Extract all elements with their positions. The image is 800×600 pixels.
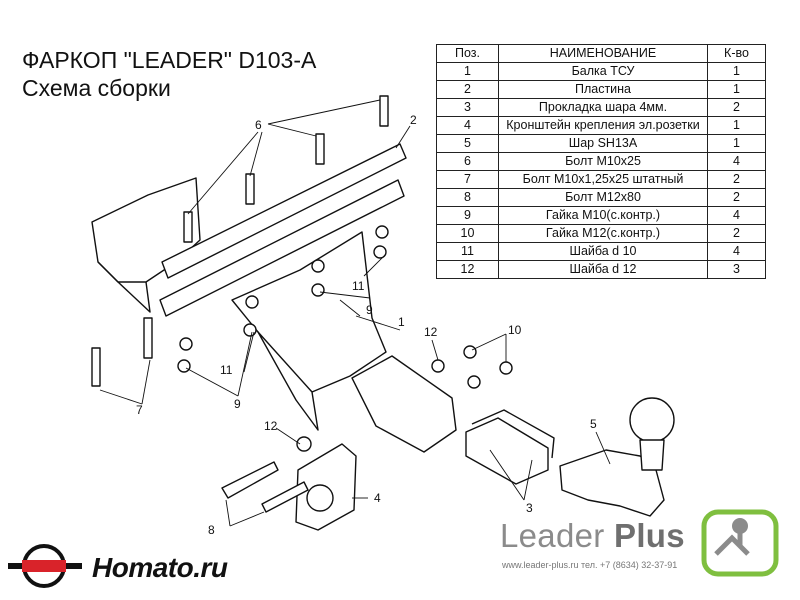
cell-pos: 4 (436, 116, 499, 135)
cell-pos: 2 (436, 80, 499, 99)
mounting-plate-upper (161, 143, 407, 279)
callout-10: 10 (508, 323, 522, 337)
bolt-m10-d (183, 211, 193, 243)
ball-flange (351, 355, 457, 453)
cell-name: Кронштейн крепления эл.розетки (498, 116, 708, 135)
homato-watermark: Homato.ru (92, 552, 228, 583)
tow-ball (629, 397, 675, 443)
callout-7: 7 (136, 403, 143, 417)
cell-name: Пластина (498, 80, 708, 99)
diagram-subtitle: Схема сборки (22, 75, 171, 101)
homato-emblem-icon (8, 544, 82, 588)
cell-name: Болт M10x25 (498, 152, 708, 171)
callout-9-a: 9 (366, 303, 373, 317)
cell-qty: 2 (707, 188, 766, 207)
cell-name: Шайба d 10 (498, 242, 708, 261)
cell-pos: 7 (436, 170, 499, 189)
header-pos: Поз. (436, 44, 499, 63)
cell-qty: 1 (707, 62, 766, 81)
callout-5: 5 (590, 417, 597, 431)
cell-qty: 2 (707, 170, 766, 189)
bolt-m10-c (245, 173, 255, 205)
callout-3: 3 (526, 501, 533, 515)
bolt-m10-b (315, 133, 325, 165)
cell-qty: 1 (707, 80, 766, 99)
ball-arm (559, 449, 665, 517)
cell-name: Шайба d 12 (498, 260, 708, 279)
cell-qty: 4 (707, 242, 766, 261)
cell-qty: 2 (707, 224, 766, 243)
bolt-m10-std-b (91, 347, 101, 387)
brand-name-bold: Plus (614, 517, 685, 554)
cell-qty: 1 (707, 134, 766, 153)
cell-name: Балка ТСУ (498, 62, 708, 81)
header-qty: К-во (707, 44, 766, 63)
callout-12-a: 12 (424, 325, 438, 339)
callout-2: 2 (410, 113, 417, 127)
cell-pos: 8 (436, 188, 499, 207)
cell-name: Гайка M12(с.контр.) (498, 224, 708, 243)
cell-pos: 3 (436, 98, 499, 117)
callout-4: 4 (374, 491, 381, 505)
header-name: НАИМЕНОВАНИЕ (498, 44, 708, 63)
cell-name: Прокладка шара 4мм. (498, 98, 708, 117)
cell-qty: 4 (707, 152, 766, 171)
bolt-m10-a (379, 95, 389, 127)
cell-qty: 2 (707, 98, 766, 117)
bolt-m12-b (261, 481, 309, 513)
bolt-m10-std-a (143, 317, 153, 359)
cell-name: Гайка M10(с.контр.) (498, 206, 708, 225)
callout-11-b: 11 (220, 363, 233, 377)
spacer-plate-a (465, 417, 549, 485)
cell-name: Болт M10x1,25x25 штатный (498, 170, 708, 189)
callout-12-b: 12 (264, 419, 278, 433)
table-header-row: Поз. НАИМЕНОВАНИЕ К-во (436, 44, 766, 63)
cell-pos: 6 (436, 152, 499, 171)
diagram-title: ФАРКОП "LEADER" D103-A (22, 47, 317, 73)
cell-qty: 1 (707, 116, 766, 135)
cell-pos: 10 (436, 224, 499, 243)
cell-pos: 11 (436, 242, 499, 261)
cell-pos: 9 (436, 206, 499, 225)
cell-pos: 12 (436, 260, 499, 279)
cell-pos: 5 (436, 134, 499, 153)
cell-name: Шар SH13A (498, 134, 708, 153)
cell-pos: 1 (436, 62, 499, 81)
callout-6: 6 (255, 118, 262, 132)
leader-plus-logo-icon (701, 509, 779, 577)
cell-qty: 4 (707, 206, 766, 225)
callout-8: 8 (208, 523, 215, 537)
callout-11-a: 11 (352, 279, 365, 293)
callout-1: 1 (398, 315, 405, 329)
mounting-plate-lower (159, 179, 405, 317)
cell-name: Болт M12x80 (498, 188, 708, 207)
brand-name-light: Leader (500, 517, 605, 554)
leader-plus-brand: Leader Plus (500, 517, 685, 555)
brand-contact: www.leader-plus.ru тел. +7 (8634) 32-37-… (502, 560, 678, 570)
cell-qty: 3 (707, 260, 766, 279)
bolt-m12-a (221, 461, 279, 499)
callout-9-b: 9 (234, 397, 241, 411)
spacer-plate-b (471, 409, 555, 459)
